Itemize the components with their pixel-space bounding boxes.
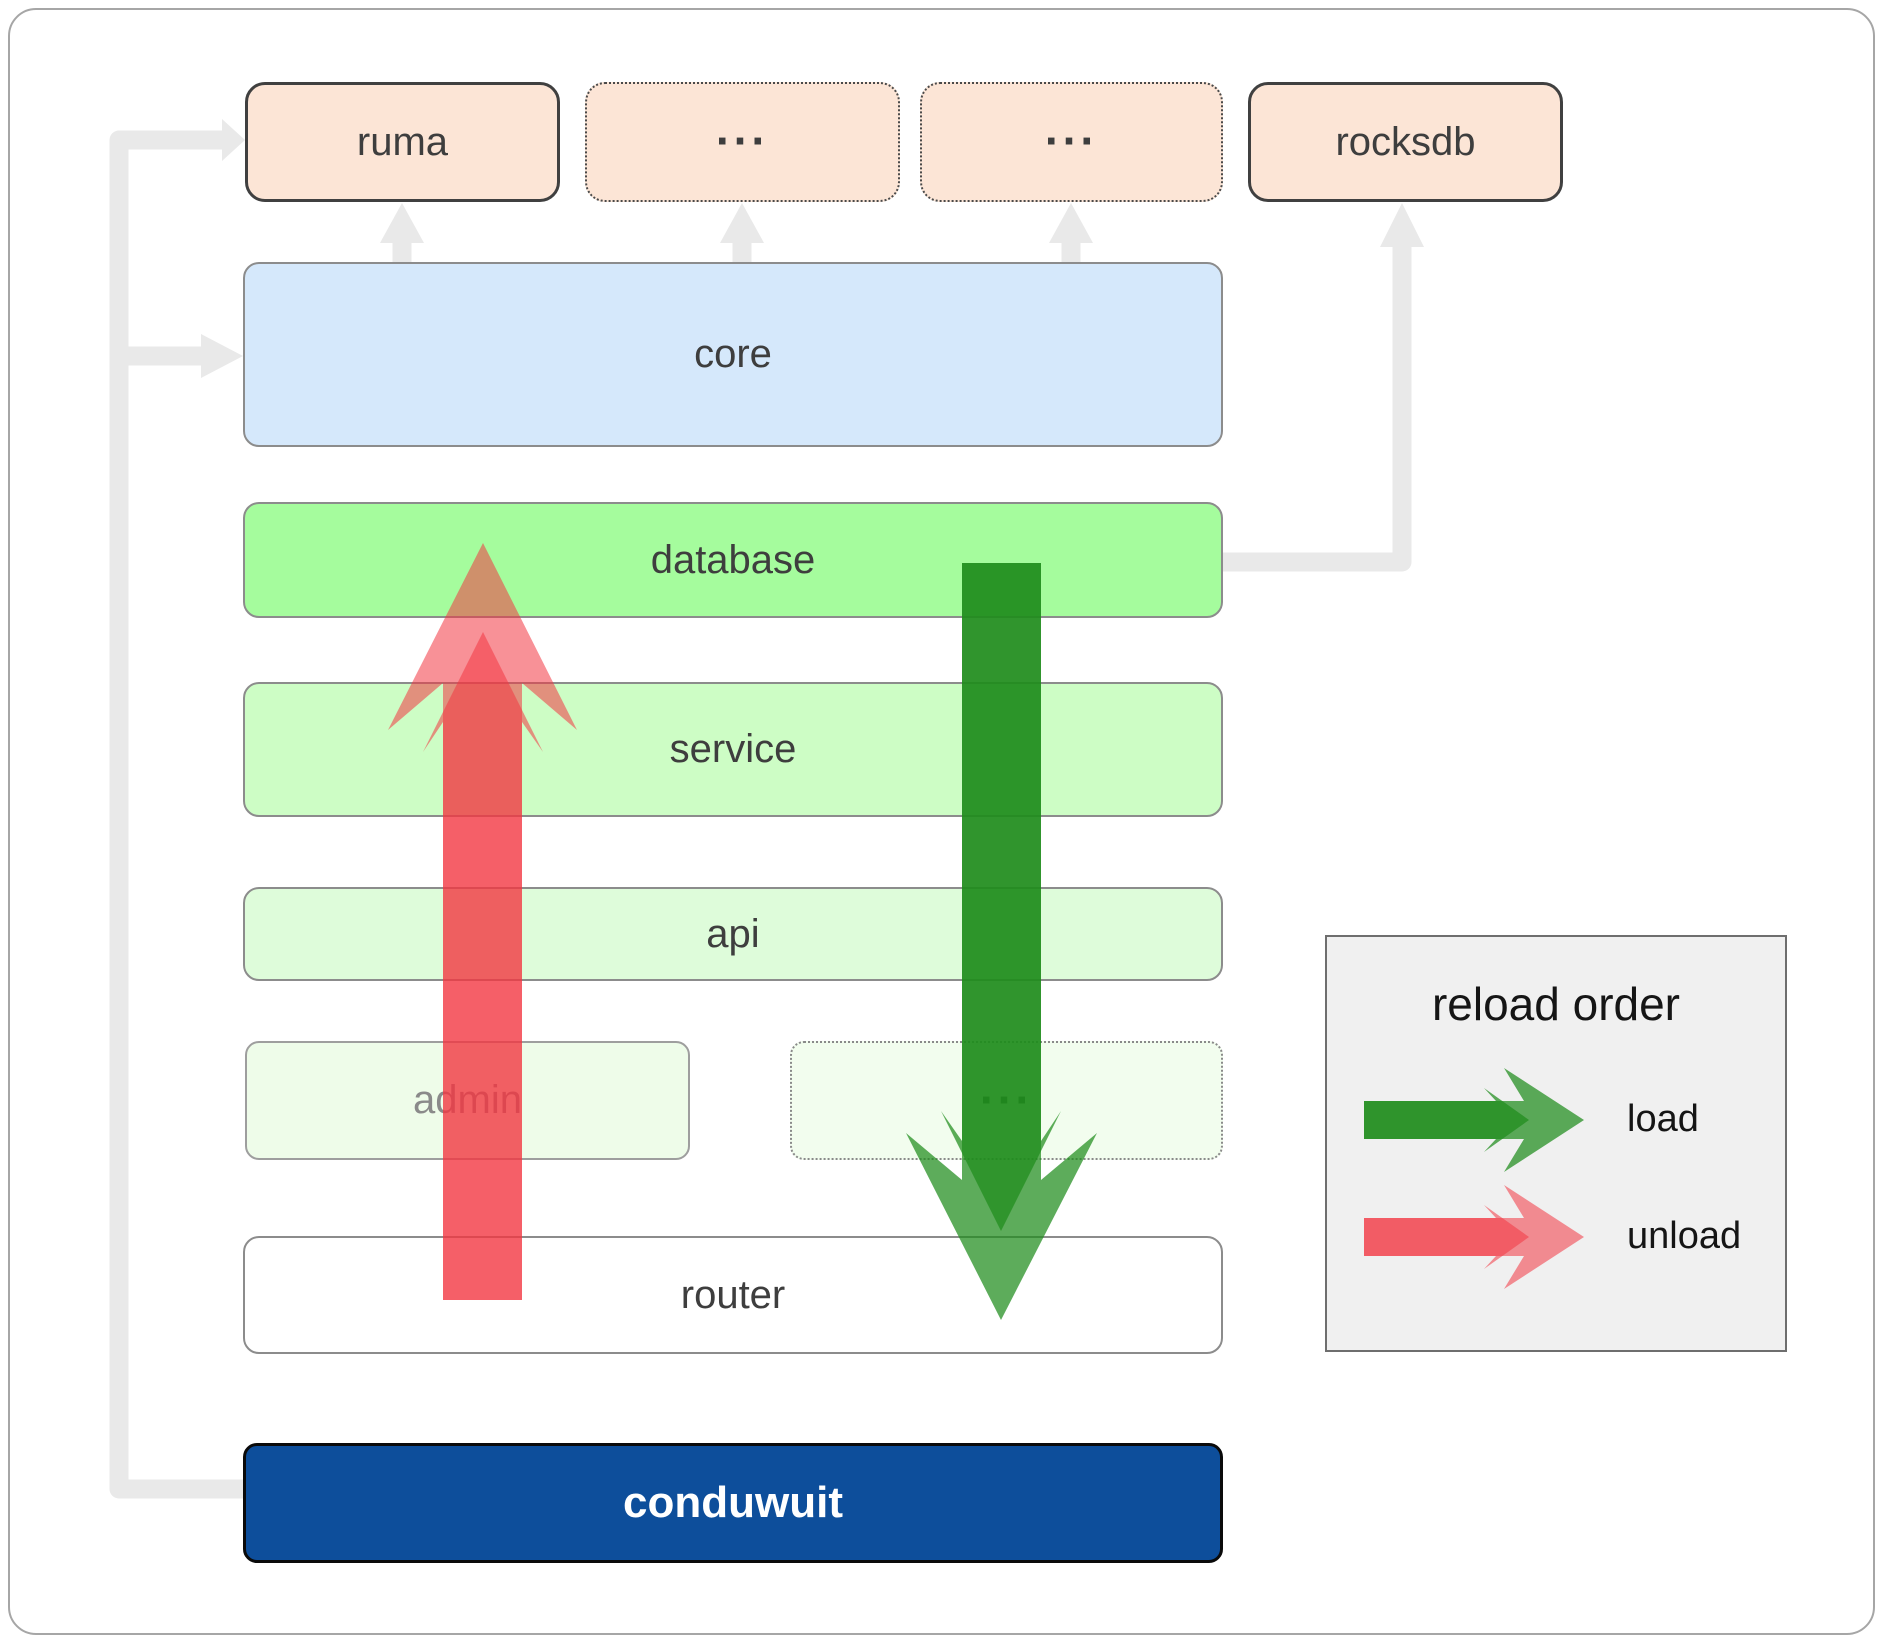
box-ellipsis-1-label: ... [715,102,770,155]
box-database-label: database [650,537,816,582]
box-ellipsis-2-label: ... [1044,102,1099,155]
box-ellipsis-2: ... [920,82,1223,202]
box-rocksdb-label: rocksdb [1335,119,1476,164]
box-conduwuit-label: conduwuit [623,1478,843,1527]
box-core-label: core [694,332,772,376]
box-router-label: router [680,1272,786,1317]
box-database: database [243,502,1223,618]
box-ruma-label: ruma [356,119,449,164]
box-api-label: api [706,911,760,956]
legend-unload-label: unload [1627,1215,1742,1257]
box-ellipsis-1: ... [585,82,900,202]
box-service: service [243,682,1223,817]
box-service-label: service [669,727,797,771]
box-ruma: ruma [245,82,560,202]
box-conduwuit: conduwuit [243,1443,1223,1563]
box-ellipsis-3-label: ... [979,1061,1034,1113]
legend-load-label: load [1627,1098,1699,1140]
box-api: api [243,887,1223,981]
box-admin-label: admin [413,1078,522,1122]
box-core: core [243,262,1223,447]
box-rocksdb: rocksdb [1248,82,1563,202]
box-ellipsis-3: ... [790,1041,1223,1160]
legend: reload order [1325,935,1787,1352]
box-router: router [243,1236,1223,1354]
diagram-frame [8,8,1875,1635]
box-admin: admin [245,1041,690,1160]
legend-title: reload order [1431,978,1681,1030]
